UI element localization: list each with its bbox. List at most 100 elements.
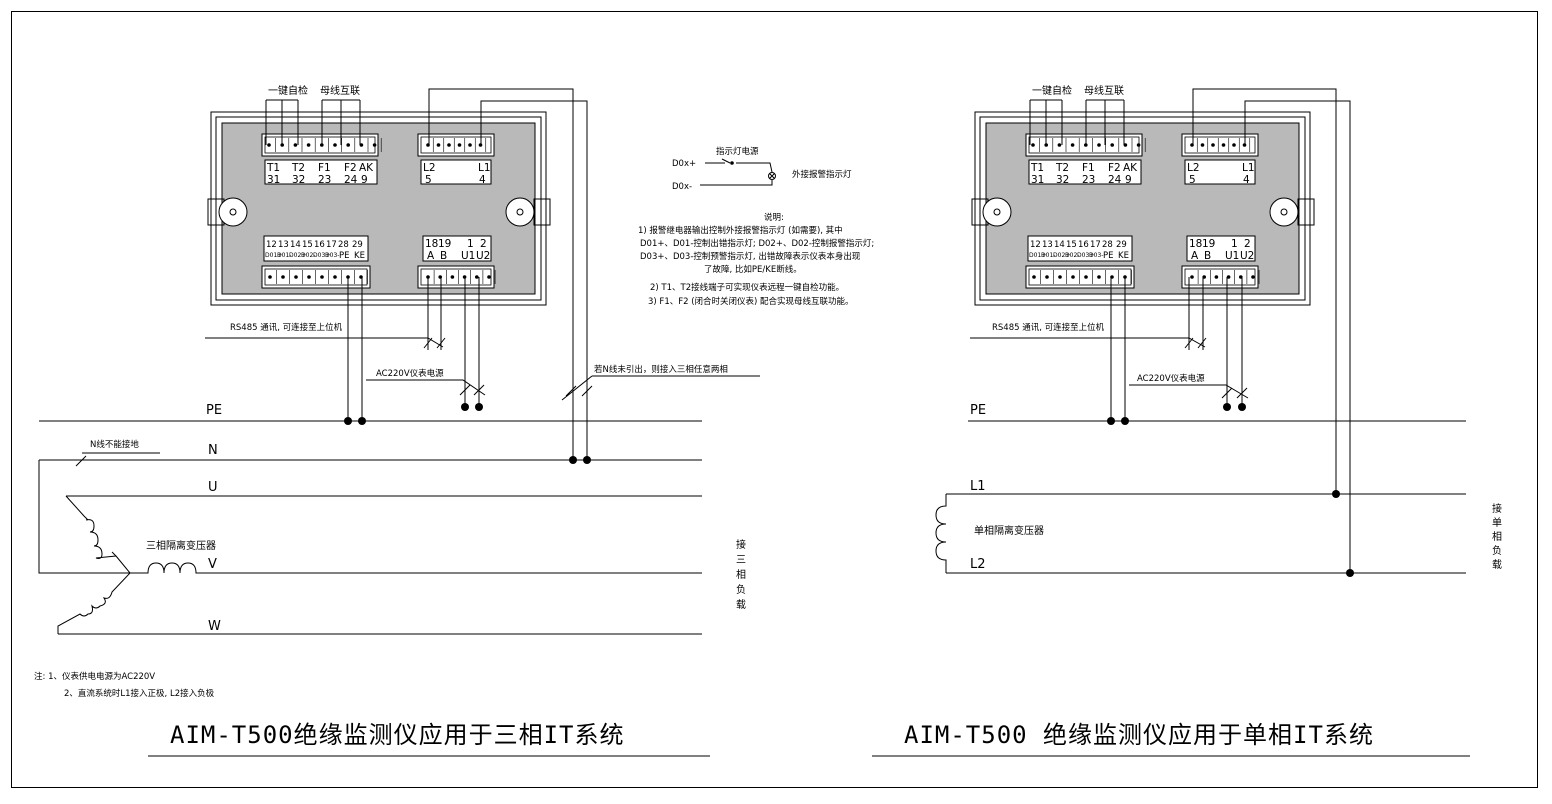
top-left-terminal-labels: T1 T2 F1 F2 AK 31 32 23 24 9 — [266, 162, 374, 186]
winding-w-icon — [57, 572, 131, 634]
notes: 注: 1、仪表供电电源为AC220V 2、直流系统时L1接入正极, L2接入负极 — [34, 671, 215, 699]
term-D01m: D01- — [1041, 252, 1055, 259]
top-label-leaders — [265, 99, 361, 145]
bus-l1-label: L1 — [970, 479, 986, 494]
term-F2: F2 — [1108, 162, 1121, 174]
bottom-left-terminal-block — [1025, 265, 1135, 289]
term-1: 1 — [467, 238, 474, 250]
ext-lamp-label: 外接报警指示灯 — [792, 169, 852, 180]
bus-w-label: W — [208, 619, 221, 634]
terminal-screw-icon — [457, 143, 462, 147]
term-23: 23 — [318, 174, 331, 186]
pe-ke-wires — [1110, 277, 1126, 420]
term-PE: PE — [339, 251, 350, 261]
term-L2: L2 — [1187, 162, 1200, 174]
term-KE: KE — [1118, 251, 1129, 261]
winding-u-leads — [65, 495, 131, 574]
dox-plus-label: D0x+ — [672, 159, 696, 169]
term-D02p: D02+ — [1053, 252, 1070, 259]
junction-dot — [1346, 569, 1354, 577]
terminal-screw-icon — [1211, 143, 1215, 147]
top-left-terminal-screws — [267, 138, 382, 152]
explain-line-6: 3) F1、F2 (闭合时关闭仪表) 配合实现母线互联功能。 — [648, 296, 854, 307]
single-phase-diagram: T1 T2 F1 F2 AK 31 32 23 24 9 L2 L1 5 4 1… — [872, 84, 1502, 757]
left-junctions — [344, 403, 591, 464]
term-9: 9 — [361, 174, 368, 186]
term-A: A — [1191, 250, 1199, 262]
terminal-screw-icon — [1136, 143, 1141, 147]
left-screw-icon — [993, 208, 1001, 216]
terminal-screw-icon — [1110, 143, 1114, 147]
left-screw-icon — [229, 208, 237, 216]
term-19: 19 — [438, 238, 451, 250]
winding-icon — [935, 494, 947, 573]
top-right-terminal-inner — [420, 136, 492, 154]
term-2: 2 — [1244, 238, 1251, 250]
junction-dot — [344, 417, 352, 425]
load-char: 相 — [1492, 530, 1502, 543]
bottom-left-terminal-labels: 12 13 14 15 16 17 28 29 D01+ D01- D02+ D… — [1029, 240, 1129, 261]
terminal-screw-icon — [468, 143, 472, 147]
right-junctions — [1107, 403, 1354, 577]
term-31: 31 — [1031, 174, 1044, 186]
load-char: 负 — [1492, 544, 1502, 557]
top-left-terminal-labels: T1 T2 F1 F2 AK 31 32 23 24 9 — [1030, 162, 1138, 186]
plug-dot — [1223, 403, 1231, 411]
bus-v-label: V — [208, 557, 217, 572]
term-T2: T2 — [1055, 162, 1069, 174]
n-note-label: 若N线未引出，则接入三相任意两相 — [594, 364, 728, 375]
terminal-screw-icon — [307, 275, 311, 279]
drawing-frame — [11, 11, 1538, 788]
device-inner-frame — [979, 116, 1306, 301]
term-17: 17 — [1090, 240, 1101, 250]
term-4: 4 — [479, 174, 486, 186]
term-U1: U1 — [1225, 250, 1239, 262]
junction-dot — [569, 456, 577, 464]
term-2: 2 — [480, 238, 487, 250]
bottom-left-terminal-screws — [1032, 270, 1132, 284]
load-char: 载 — [1492, 559, 1502, 571]
term-U2: U2 — [476, 250, 490, 262]
contact-dot — [730, 161, 734, 165]
left-title: AIM-T500绝缘监测仪应用于三相IT系统 — [170, 721, 625, 749]
terminal-screw-icon — [372, 143, 377, 147]
term-29: 29 — [1116, 240, 1127, 250]
ac220-label: AC220V仪表电源 — [1137, 373, 1205, 384]
terminal-screw-icon — [294, 275, 298, 279]
terminal-screw-icon — [447, 143, 451, 147]
bottom-right-terminal-block — [417, 265, 495, 289]
rs485-leader — [205, 337, 446, 349]
top-right-terminal-screws — [426, 138, 487, 152]
explain-title: 说明: — [764, 212, 784, 223]
term-4: 4 — [1243, 174, 1250, 186]
top-left-terminal-block — [1025, 133, 1143, 157]
top-right-label-grid — [420, 159, 492, 185]
term-28: 28 — [1102, 240, 1113, 250]
bottom-right-terminal-screws — [426, 270, 496, 284]
terminal-screw-icon — [1031, 143, 1035, 147]
term-D03m: D03- — [325, 252, 339, 259]
load-char: 单 — [1492, 517, 1502, 529]
terminal-screw-icon — [1232, 143, 1236, 147]
three-phase-diagram: T1 T2 F1 F2 AK 31 32 23 24 9 L2 L1 5 4 1… — [38, 84, 760, 757]
terminal-screw-icon — [268, 275, 272, 279]
term-13: 13 — [278, 240, 289, 250]
terminal-screw-icon — [1058, 275, 1062, 279]
term-15: 15 — [302, 240, 313, 250]
terminal-screw-icon — [1045, 275, 1049, 279]
term-14: 14 — [1054, 240, 1065, 250]
term-B: B — [440, 250, 447, 262]
junction-dot — [358, 417, 366, 425]
term-D03p: D03+ — [1077, 252, 1094, 259]
power-wires — [1226, 277, 1243, 406]
term-32: 32 — [292, 174, 305, 186]
terminal-screw-icon — [320, 275, 324, 279]
single-phase-load-label: 接 单 相 负 载 — [1492, 502, 1502, 571]
junction-dot — [1332, 490, 1340, 498]
term-32: 32 — [1056, 174, 1069, 186]
term-B: B — [1204, 250, 1211, 262]
dox-minus-label: D0x- — [672, 182, 692, 192]
term-A: A — [427, 250, 435, 262]
bottom-right-terminal-inner — [420, 268, 492, 286]
terminal-screw-icon — [1221, 143, 1226, 147]
